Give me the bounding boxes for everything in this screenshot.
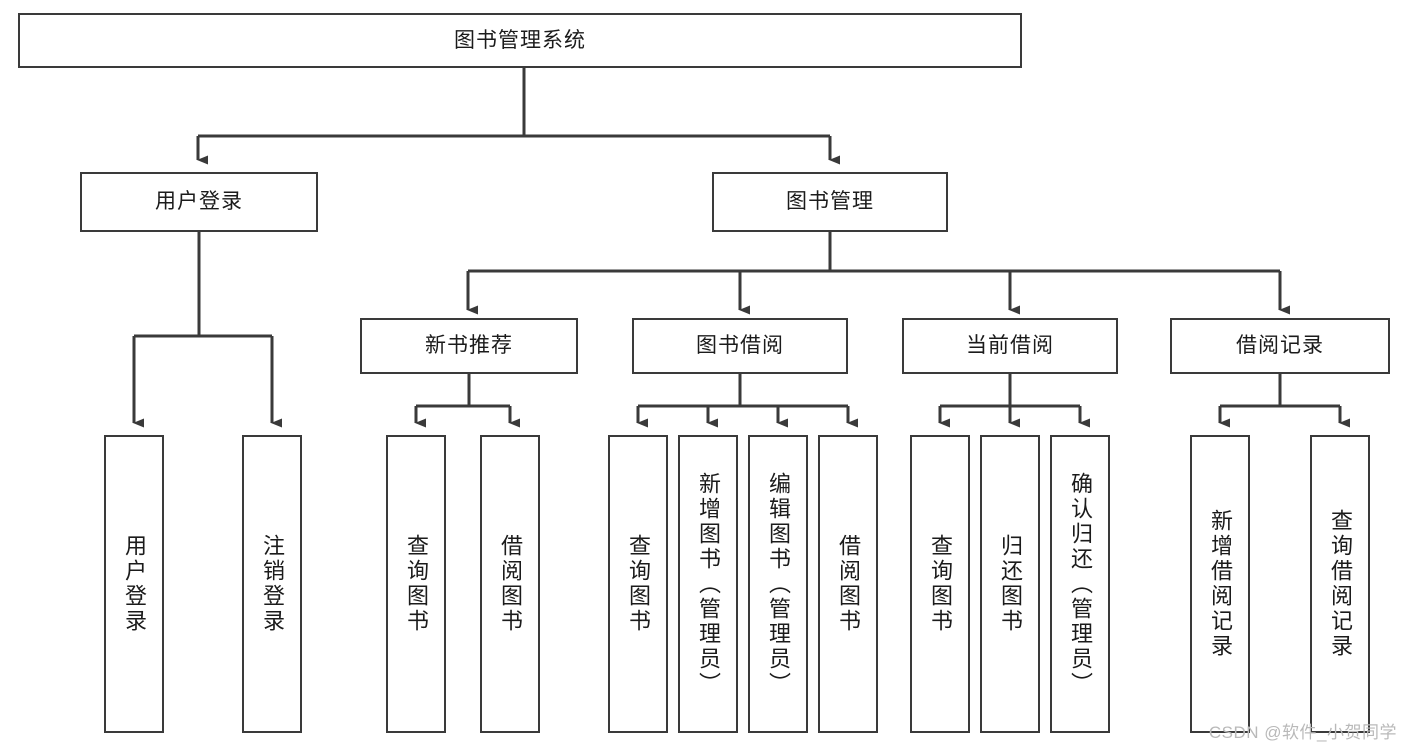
node-leaf-add-book[interactable]: 新增图书（管理员） [678, 435, 738, 733]
node-new-book-rec[interactable]: 新书推荐 [360, 318, 578, 374]
node-user-login[interactable]: 用户登录 [80, 172, 318, 232]
node-leaf-query-book-1[interactable]: 查询图书 [386, 435, 446, 733]
node-leaf-query-book-3[interactable]: 查询图书 [910, 435, 970, 733]
node-leaf-query-record[interactable]: 查询借阅记录 [1310, 435, 1370, 733]
node-book-manage-label: 图书管理 [786, 190, 874, 214]
node-borrow-record-label: 借阅记录 [1236, 334, 1324, 358]
node-leaf-confirm-return-label: 确认归还（管理员） [1068, 471, 1093, 697]
node-book-borrow[interactable]: 图书借阅 [632, 318, 848, 374]
node-leaf-confirm-return[interactable]: 确认归还（管理员） [1050, 435, 1110, 733]
node-leaf-query-book-1-label: 查询图书 [404, 534, 429, 634]
node-leaf-query-record-label: 查询借阅记录 [1328, 509, 1353, 659]
node-leaf-return-book-label: 归还图书 [998, 534, 1023, 634]
node-leaf-add-book-label: 新增图书（管理员） [696, 471, 721, 697]
node-leaf-edit-book-label: 编辑图书（管理员） [766, 471, 791, 697]
node-user-login-label: 用户登录 [155, 190, 243, 214]
node-borrow-record[interactable]: 借阅记录 [1170, 318, 1390, 374]
node-leaf-user-logout[interactable]: 注销登录 [242, 435, 302, 733]
node-leaf-borrow-book-2-label: 借阅图书 [836, 534, 861, 634]
node-leaf-return-book[interactable]: 归还图书 [980, 435, 1040, 733]
node-leaf-user-login-label: 用户登录 [122, 534, 147, 634]
node-leaf-borrow-book-1[interactable]: 借阅图书 [480, 435, 540, 733]
node-root-label: 图书管理系统 [454, 28, 586, 52]
node-book-manage[interactable]: 图书管理 [712, 172, 948, 232]
node-book-borrow-label: 图书借阅 [696, 334, 784, 358]
node-leaf-edit-book[interactable]: 编辑图书（管理员） [748, 435, 808, 733]
node-root[interactable]: 图书管理系统 [18, 13, 1022, 68]
node-leaf-query-book-2[interactable]: 查询图书 [608, 435, 668, 733]
node-leaf-query-book-2-label: 查询图书 [626, 534, 651, 634]
node-leaf-borrow-book-1-label: 借阅图书 [498, 534, 523, 634]
node-leaf-user-login[interactable]: 用户登录 [104, 435, 164, 733]
node-leaf-query-book-3-label: 查询图书 [928, 534, 953, 634]
node-current-borrow-label: 当前借阅 [966, 334, 1054, 358]
node-leaf-user-logout-label: 注销登录 [260, 534, 285, 634]
node-new-book-rec-label: 新书推荐 [425, 334, 513, 358]
csdn-watermark: CSDN @软件_小贺同学 [1208, 723, 1397, 742]
node-leaf-add-record-label: 新增借阅记录 [1208, 509, 1233, 659]
node-current-borrow[interactable]: 当前借阅 [902, 318, 1118, 374]
node-leaf-borrow-book-2[interactable]: 借阅图书 [818, 435, 878, 733]
node-leaf-add-record[interactable]: 新增借阅记录 [1190, 435, 1250, 733]
